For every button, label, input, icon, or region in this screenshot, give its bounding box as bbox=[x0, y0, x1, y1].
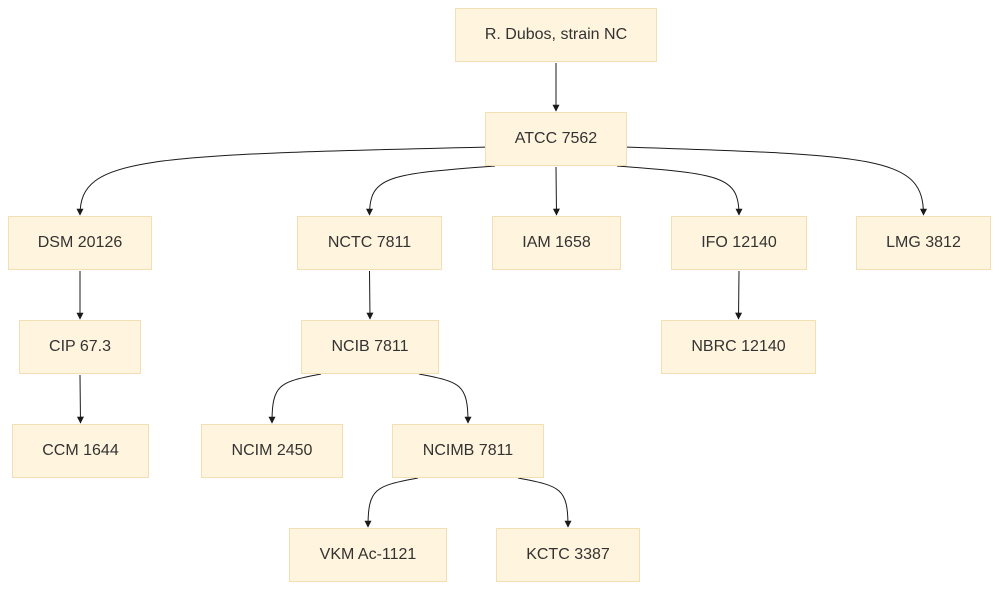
node-dsm20126: DSM 20126 bbox=[8, 216, 152, 270]
node-nbrc12140: NBRC 12140 bbox=[661, 320, 816, 374]
edge-atcc7562-to-dsm20126 bbox=[76, 146, 486, 216]
edge-ifo12140-to-nbrc12140 bbox=[735, 270, 743, 320]
edge-ncimb7811-to-vkmac1121 bbox=[364, 477, 419, 528]
node-ncimb7811: NCIMB 7811 bbox=[392, 424, 544, 478]
node-kctc3387: KCTC 3387 bbox=[496, 528, 640, 582]
edge-ncib7811-to-ncimb7811 bbox=[418, 373, 472, 424]
edge-atcc7562-to-ifo12140 bbox=[616, 165, 743, 216]
edge-nctc7811-to-ncib7811 bbox=[366, 270, 374, 320]
node-dubos: R. Dubos, strain NC bbox=[455, 8, 657, 62]
node-cip673: CIP 67.3 bbox=[19, 320, 141, 374]
node-vkmac1121: VKM Ac-1121 bbox=[289, 528, 447, 582]
node-ncib7811: NCIB 7811 bbox=[301, 320, 439, 374]
edge-ncimb7811-to-kctc3387 bbox=[517, 477, 572, 528]
node-ifo12140: IFO 12140 bbox=[671, 216, 807, 270]
node-iam1658: IAM 1658 bbox=[492, 216, 621, 270]
node-lmg3812: LMG 3812 bbox=[856, 216, 991, 270]
node-atcc7562: ATCC 7562 bbox=[485, 112, 627, 166]
node-ccm1644: CCM 1644 bbox=[12, 424, 149, 478]
edge-cip673-to-ccm1644 bbox=[76, 374, 84, 424]
edge-atcc7562-to-iam1658 bbox=[552, 166, 560, 216]
edge-atcc7562-to-nctc7811 bbox=[366, 165, 496, 216]
edge-atcc7562-to-lmg3812 bbox=[626, 146, 927, 216]
node-ncim2450: NCIM 2450 bbox=[201, 424, 343, 478]
edge-ncib7811-to-ncim2450 bbox=[268, 373, 322, 424]
node-nctc7811: NCTC 7811 bbox=[297, 216, 442, 270]
